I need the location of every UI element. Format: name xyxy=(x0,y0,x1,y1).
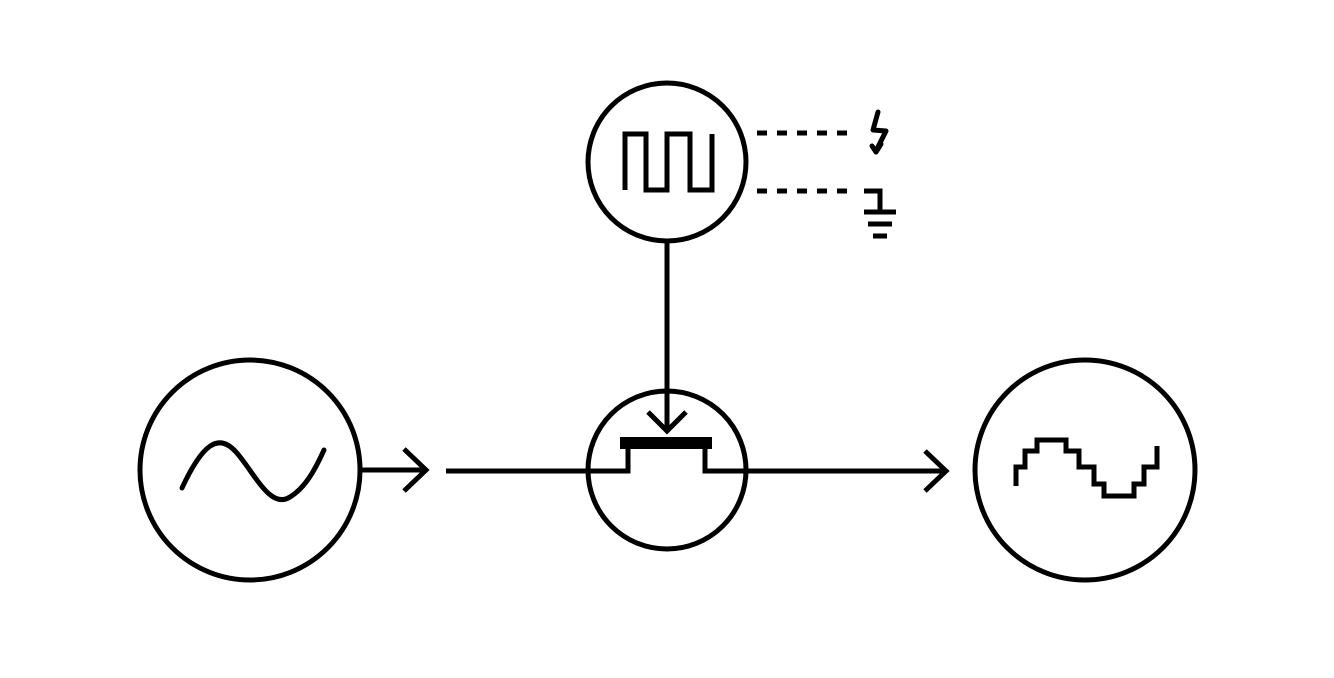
staircase-wave-icon xyxy=(1013,437,1160,499)
input-arrow xyxy=(360,447,430,493)
clock-source xyxy=(585,80,749,244)
sampled-output xyxy=(972,357,1198,583)
sine-wave-icon xyxy=(179,440,327,502)
clock-arrow xyxy=(646,241,688,435)
power-supply-icon xyxy=(869,109,889,155)
transistor-switch-icon xyxy=(588,437,746,474)
output-arrow xyxy=(746,449,950,493)
analog-input-source xyxy=(137,357,363,583)
square-wave-icon xyxy=(622,131,715,193)
ground-icon xyxy=(864,188,896,239)
